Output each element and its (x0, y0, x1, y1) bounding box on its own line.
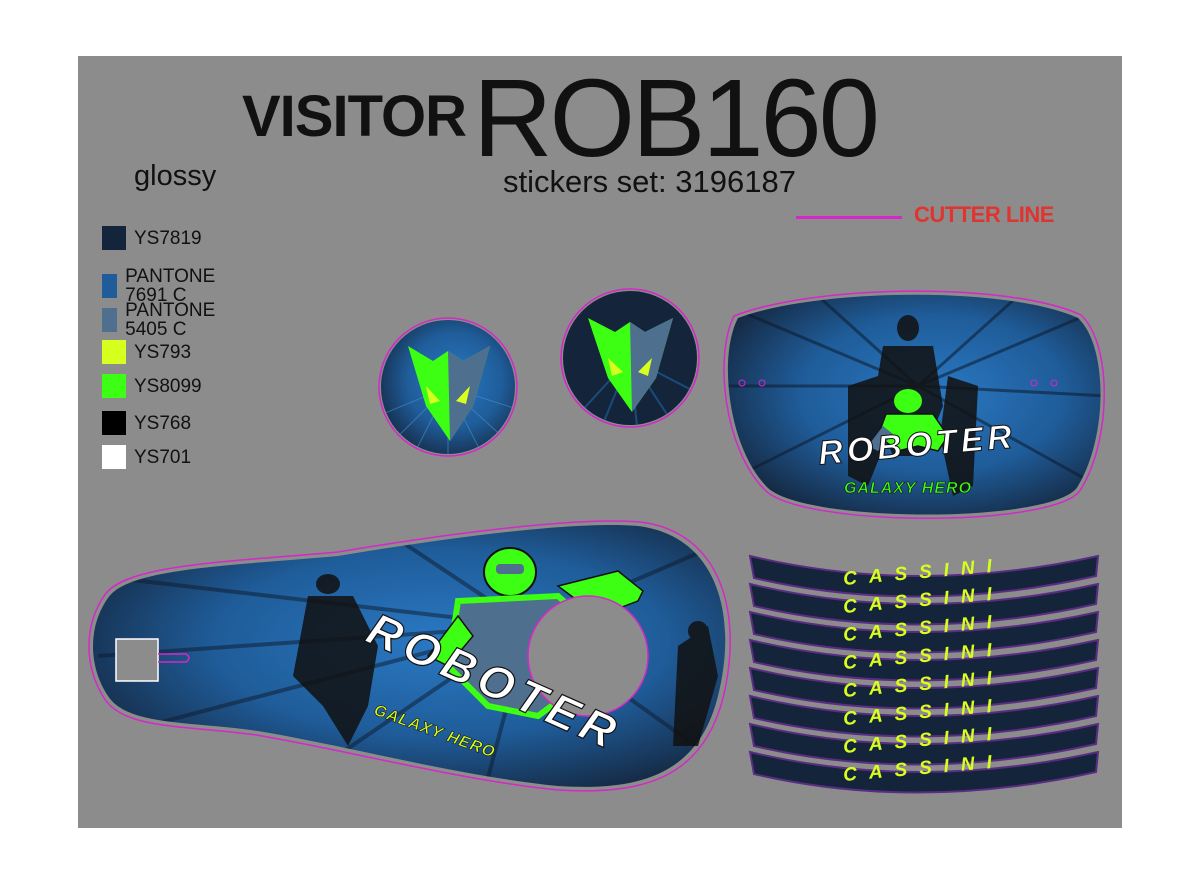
mount-slot (158, 653, 190, 663)
color-name: PANTONE 5405 C (125, 300, 216, 340)
palette-item: YS701 (102, 445, 191, 469)
cut-outline (723, 290, 1105, 519)
color-swatch (102, 340, 126, 364)
palette-item: YS8099 (102, 374, 202, 398)
color-name: YS768 (134, 412, 192, 434)
rim-sticker: CASSINI (748, 750, 1100, 794)
color-name: YS793 (134, 341, 192, 363)
color-name: YS7819 (134, 227, 202, 249)
palette-item: YS793 (102, 340, 191, 364)
mount-hole (1050, 379, 1058, 387)
shield-sticker: ROBOTER GALAXY HERO (723, 290, 1105, 519)
color-swatch (102, 374, 126, 398)
rim-sticker: CASSINI (748, 610, 1100, 654)
finish-label: glossy (134, 160, 217, 192)
palette-item: YS768 (102, 411, 191, 435)
palette-item: PANTONE 5405 C (102, 301, 224, 339)
brand-title: VISITOR (242, 84, 467, 149)
color-swatch (102, 411, 126, 435)
sticker-artwork: ROBOTER GALAXY HERO (88, 288, 1105, 794)
cut-outline (560, 288, 700, 428)
color-swatch (102, 274, 118, 298)
cut-outline (378, 317, 518, 457)
color-name: YS701 (134, 446, 192, 468)
color-swatch (102, 308, 118, 332)
emblem-sticker-right (560, 288, 700, 428)
emblem-eyes (608, 358, 652, 376)
color-swatch (102, 445, 126, 469)
mount-hole (1030, 379, 1038, 387)
robot-silhouettes (293, 574, 718, 746)
color-name: YS8099 (134, 375, 202, 397)
shield-sub-text: GALAXY HERO (844, 480, 972, 497)
color-swatch (102, 226, 126, 250)
cutter-line-sample (796, 216, 902, 219)
emblem-steel-half (630, 318, 673, 412)
sticker-sheet: VISITOR ROB160 stickers set: 3196187 glo… (78, 56, 1122, 828)
mount-window (115, 638, 159, 682)
emblem-steel-half (448, 346, 490, 441)
emblem-eyes (426, 386, 470, 404)
shield-main-text: ROBOTER (817, 417, 1018, 472)
model-title: ROB160 (473, 57, 880, 180)
mount-hole (738, 379, 746, 387)
palette-item: PANTONE 7691 C (102, 267, 224, 305)
rim-stickers: CASSINI CASSINI CASSINI CASSINI CASSINI … (748, 554, 1100, 794)
cutter-line-label: CUTTER LINE (914, 202, 1054, 227)
emblem-sticker-left (378, 317, 518, 457)
green-robot (868, 389, 949, 452)
crank-cutout (527, 595, 649, 717)
mount-hole (758, 379, 766, 387)
cut-outline (88, 520, 731, 792)
palette-item: YS7819 (102, 226, 202, 250)
color-name: PANTONE 7691 C (125, 266, 216, 306)
chain-guard-sticker: ROBOTER GALAXY HERO (88, 520, 731, 792)
stickers-set-label: stickers set: 3196187 (503, 164, 796, 199)
